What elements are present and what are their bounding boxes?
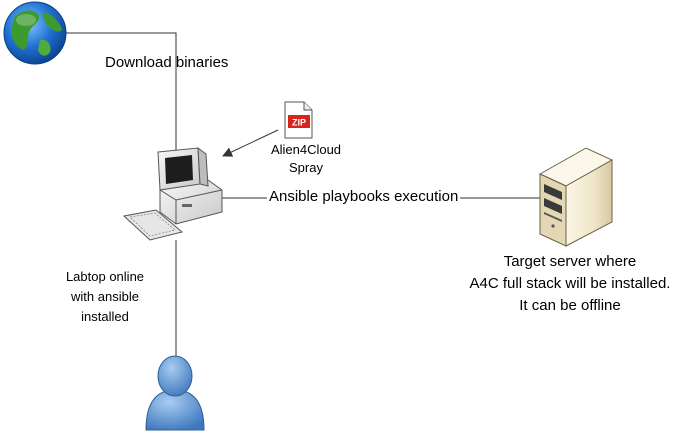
download-connector [66,32,177,150]
zip-badge [288,115,310,128]
zip-badge-text: ZIP [292,118,306,128]
laptop-label-line-3: installed [81,309,129,324]
laptop-label-line-1: Labtop online [65,269,145,284]
tower-server-icon [538,147,614,247]
archive-name-line-2: Spray [289,160,323,175]
ansible-execution-label: Ansible playbooks execution [267,188,461,205]
zip-file-icon: ZIP [284,101,313,139]
laptop-label-line-2: with ansible [71,289,139,304]
target-label-line-1: Target server where [503,253,637,270]
download-binaries-label: Download binaries [105,54,229,71]
user-icon [145,355,205,431]
target-label-line-2: A4C full stack will be installed. [469,275,671,292]
globe-icon [3,1,67,65]
zip-arrow [222,129,279,157]
archive-name-line-1: Alien4Cloud [270,142,342,157]
desktop-computer-icon [122,146,223,241]
target-label-line-3: It can be offline [519,297,621,314]
